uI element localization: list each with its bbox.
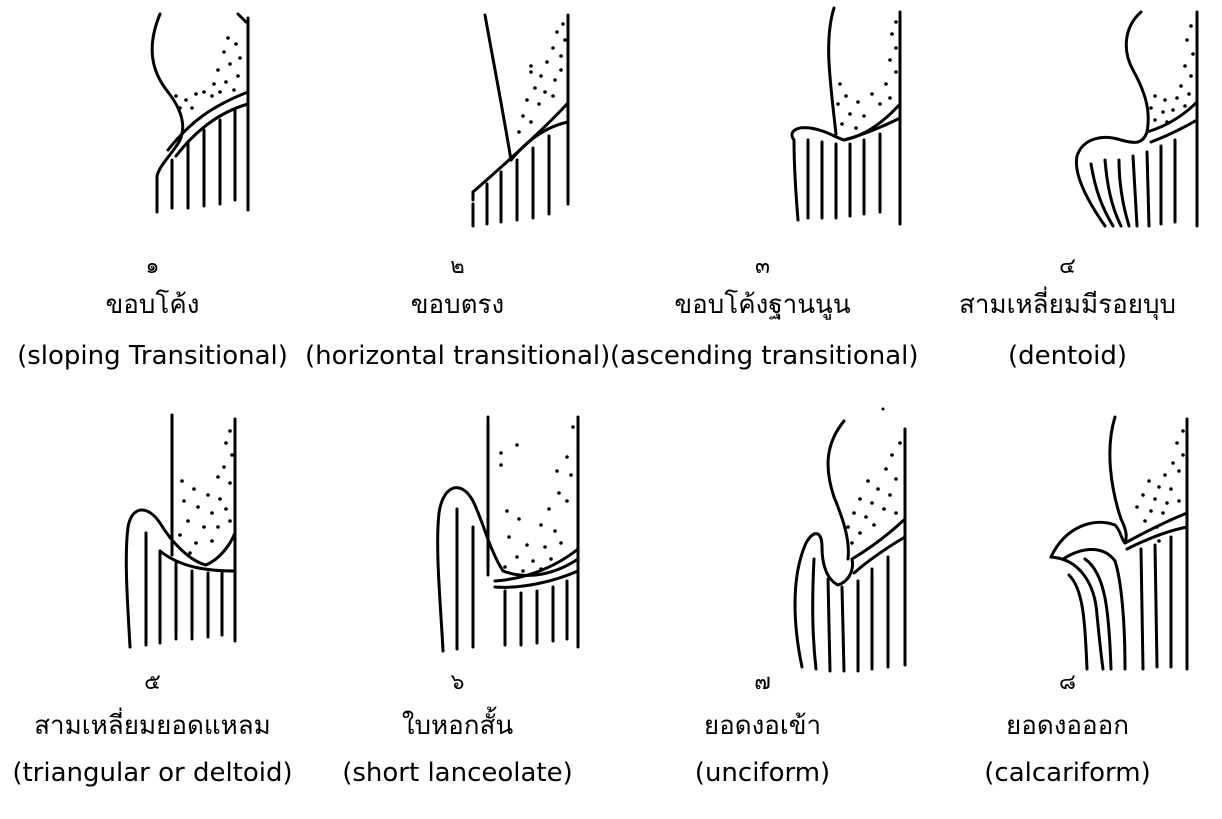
figure-english-label: (sloping Transitional) [0,339,305,373]
figure-thai-label: ใบหอกสั้น [305,709,610,743]
figure-english-label: (horizontal transitional) [305,339,610,373]
figure-thai-label: ขอบตรง [305,288,610,322]
figure-thai-label: สามเหลี่ยมมีรอยบุบ [915,288,1220,322]
figure-number: ๔ [915,255,1220,279]
figure-number: ๗ [610,671,915,695]
figure-english-label: (triangular or deltoid) [0,756,305,790]
figure-cell-2: ๒ ขอบตรง (horizontal transitional) [305,0,610,409]
figure-cell-7: ๗ ยอดงอเข้า (unciform) [610,409,915,818]
figure-number: ๕ [0,671,305,695]
figure-number: ๖ [305,671,610,695]
figure-number: ๒ [305,255,610,279]
figure-cell-3: ๓ ขอบโค้งฐานนูน (ascending transitional) [610,0,915,409]
figure-cell-5: ๕ สามเหลี่ยมยอดแหลม (triangular or delto… [0,409,305,818]
figure-english-label: (unciform) [610,756,915,790]
figure-thai-label: สามเหลี่ยมยอดแหลม [0,709,305,743]
figure-english-label: (calcariform) [915,756,1220,790]
figure-cell-1: ๑ ขอบโค้ง (sloping Transitional) [0,0,305,409]
figure-english-label: (ascending transitional) [610,339,915,373]
figure-thai-label: ยอดงอออก [915,709,1220,743]
figure-cell-8: ๘ ยอดงอออก (calcariform) [915,409,1220,818]
figure-english-label: (dentoid) [915,339,1220,373]
figure-cell-4: ๔ สามเหลี่ยมมีรอยบุบ (dentoid) [915,0,1220,409]
figure-english-label: (short lanceolate) [305,756,610,790]
figure-number: ๓ [610,255,915,279]
figure-number: ๑ [0,255,305,279]
figure-thai-label: ยอดงอเข้า [610,709,915,743]
figure-thai-label: ขอบโค้งฐานนูน [610,288,915,322]
figure-number: ๘ [915,671,1220,695]
figure-cell-6: ๖ ใบหอกสั้น (short lanceolate) [305,409,610,818]
figure-thai-label: ขอบโค้ง [0,288,305,322]
